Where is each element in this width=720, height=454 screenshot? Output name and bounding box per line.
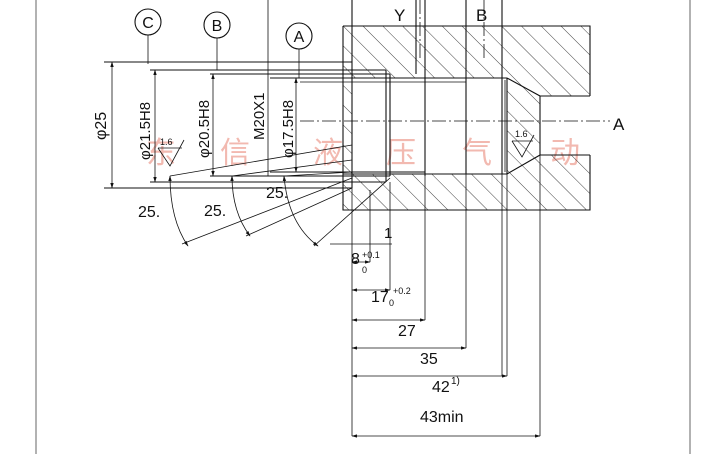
roughness-left: 1.6 — [157, 137, 185, 167]
dim-17-tol-upper: +0.2 — [393, 286, 411, 296]
dim-d21-5: φ21.5H8 — [137, 102, 154, 160]
label-b-top: B — [476, 6, 487, 25]
body-section — [104, 25, 591, 211]
angle-label-3: 25. — [266, 185, 288, 202]
dim-8-tol-upper: +0.1 — [362, 250, 380, 260]
svg-text:B: B — [212, 18, 223, 35]
svg-text:C: C — [142, 15, 154, 32]
svg-text:1.6: 1.6 — [160, 137, 173, 147]
watermark: 东 信 液 压 气 动 — [146, 136, 580, 171]
dim-d17-5: φ17.5H8 — [280, 100, 297, 158]
label-y: Y — [394, 6, 405, 25]
angle-label-2: 25. — [204, 203, 226, 220]
angle-construction: 25. 25. 25. — [138, 144, 391, 247]
roughness-right: 1.6 — [511, 129, 535, 158]
dim-1: 1 — [384, 225, 392, 242]
diameter-dimensions: φ25 φ21.5H8 φ20.5H8 M20X1 φ17.5H8 — [93, 0, 298, 189]
svg-text:A: A — [294, 29, 305, 46]
dim-8: 8 — [351, 251, 360, 268]
dim-m20: M20X1 — [251, 92, 268, 140]
callout-a: A — [285, 22, 313, 78]
svg-text:信: 信 — [220, 136, 250, 171]
dim-35: 35 — [420, 351, 438, 368]
dim-d25: φ25 — [93, 112, 110, 140]
dim-42-note: 1) — [451, 376, 460, 387]
dim-d20-5: φ20.5H8 — [196, 100, 213, 158]
svg-text:1.6: 1.6 — [515, 129, 528, 139]
angle-label-1: 25. — [138, 204, 160, 221]
dim-43min: 43min — [420, 409, 464, 426]
section-label-a: A — [613, 115, 625, 134]
top-channels: Y B — [351, 0, 503, 78]
svg-text:液: 液 — [313, 136, 343, 171]
dim-42: 42 — [432, 379, 450, 396]
callout-b: B — [203, 11, 231, 70]
dim-27: 27 — [398, 323, 416, 340]
svg-text:压: 压 — [386, 136, 416, 171]
svg-text:东: 东 — [146, 136, 176, 171]
dim-17: 17 — [371, 289, 389, 306]
dim-17-tol-lower: 0 — [389, 298, 394, 308]
svg-text:气: 气 — [462, 136, 492, 171]
dim-8-tol-lower: 0 — [362, 265, 367, 275]
length-dimensions: 1 8 +0.1 0 17 +0.2 0 27 35 42 1) 43min — [330, 155, 541, 438]
callout-c: C — [134, 8, 162, 64]
